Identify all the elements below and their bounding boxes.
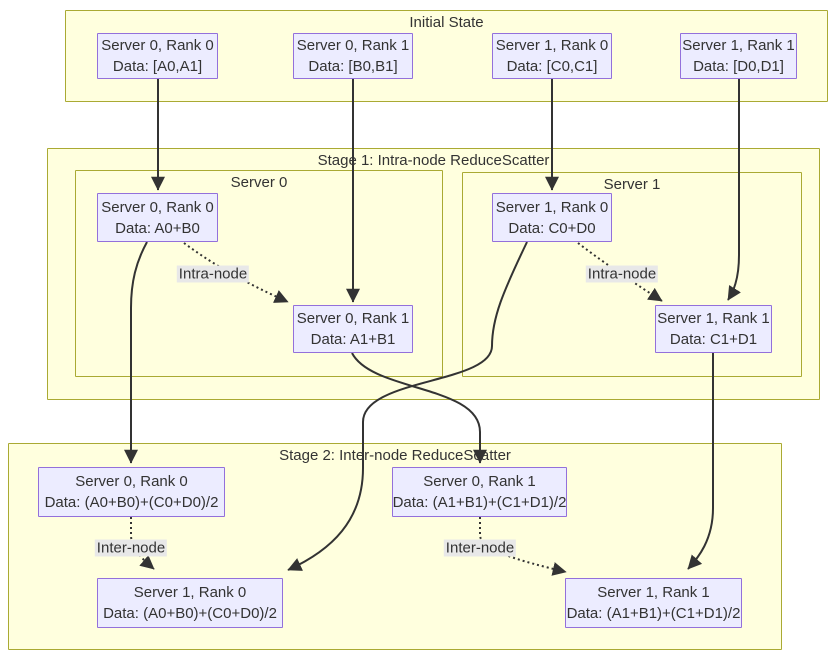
node-title: Server 1, Rank 0 — [495, 37, 609, 54]
node-title: Server 0, Rank 1 — [423, 473, 536, 490]
node-data: Data: (A1+B1)+(C1+D1)/2 — [566, 605, 741, 622]
node-title: Server 0, Rank 1 — [296, 37, 410, 54]
node-init-server1-rank0: Server 1, Rank 0 Data: [C0,C1] — [492, 33, 612, 79]
subgraph-server0-title: Server 0 — [230, 174, 288, 191]
container-initial-state-title: Initial State — [409, 14, 484, 31]
node-title: Server 1, Rank 1 — [682, 37, 795, 54]
node-title: Server 0, Rank 1 — [296, 310, 410, 327]
node-stage1-server1-rank0: Server 1, Rank 0 Data: C0+D0 — [492, 193, 612, 242]
node-data: Data: C0+D0 — [508, 219, 596, 237]
node-stage1-server0-rank1: Server 0, Rank 1 Data: A1+B1 — [293, 305, 413, 353]
edge-label-inter-node-rank1: Inter-node — [443, 539, 517, 557]
node-stage2-server1-rank0: Server 1, Rank 0 Data: (A0+B0)+(C0+D0)/2 — [97, 578, 283, 628]
node-title: Server 1, Rank 1 — [597, 584, 710, 601]
node-title: Server 1, Rank 0 — [495, 198, 609, 216]
node-data: Data: [B0,B1] — [308, 58, 398, 75]
node-stage1-server1-rank1: Server 1, Rank 1 Data: C1+D1 — [655, 305, 772, 353]
node-data: Data: (A1+B1)+(C1+D1)/2 — [392, 494, 567, 511]
container-stage1-title: Stage 1: Intra-node ReduceScatter — [317, 152, 550, 169]
node-data: Data: (A0+B0)+(C0+D0)/2 — [103, 605, 277, 622]
node-title: Server 1, Rank 0 — [133, 584, 247, 601]
subgraph-server1-title: Server 1 — [603, 176, 661, 193]
node-title: Server 0, Rank 0 — [75, 473, 188, 490]
node-title: Server 0, Rank 0 — [101, 37, 214, 54]
node-data: Data: [A0,A1] — [112, 58, 203, 75]
node-title: Server 0, Rank 0 — [101, 198, 214, 216]
node-data: Data: C1+D1 — [669, 331, 758, 348]
edge-label-intra-node-server0: Intra-node — [176, 265, 250, 283]
node-init-server0-rank0: Server 0, Rank 0 Data: [A0,A1] — [97, 33, 218, 79]
node-stage1-server0-rank0: Server 0, Rank 0 Data: A0+B0 — [97, 193, 218, 242]
node-data: Data: A0+B0 — [115, 219, 200, 237]
node-title: Server 1, Rank 1 — [657, 310, 770, 327]
node-init-server1-rank1: Server 1, Rank 1 Data: [D0,D1] — [680, 33, 797, 79]
node-stage2-server0-rank0: Server 0, Rank 0 Data: (A0+B0)+(C0+D0)/2 — [38, 467, 225, 517]
node-data: Data: [C0,C1] — [506, 58, 598, 75]
container-stage2-title: Stage 2: Inter-node ReduceScatter — [279, 447, 511, 464]
node-data: Data: A1+B1 — [310, 331, 396, 348]
node-stage2-server1-rank1: Server 1, Rank 1 Data: (A1+B1)+(C1+D1)/2 — [565, 578, 742, 628]
edge-label-inter-node-rank0: Inter-node — [94, 539, 168, 557]
edge-label-intra-node-server1: Intra-node — [585, 265, 659, 283]
node-data: Data: (A0+B0)+(C0+D0)/2 — [44, 494, 219, 511]
node-init-server0-rank1: Server 0, Rank 1 Data: [B0,B1] — [293, 33, 413, 79]
node-data: Data: [D0,D1] — [693, 58, 784, 75]
node-stage2-server0-rank1: Server 0, Rank 1 Data: (A1+B1)+(C1+D1)/2 — [392, 467, 567, 517]
